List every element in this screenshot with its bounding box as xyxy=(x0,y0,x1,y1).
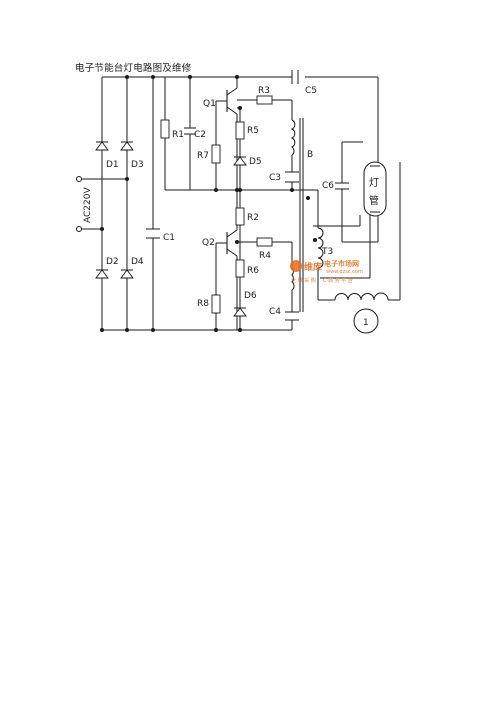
watermark-site: 电子市场网 xyxy=(324,259,359,268)
diode-d6 xyxy=(233,307,247,317)
label-q2: Q2 xyxy=(202,238,215,248)
watermark: 维库 电子市场网 www.dzsc.com 全 球 采 购 C 商 务 平 台 xyxy=(290,259,363,284)
label-r3: R3 xyxy=(258,86,270,96)
capacitor-c1 xyxy=(146,228,160,239)
label-lamp-2: 管 xyxy=(369,194,379,207)
winding-b xyxy=(290,119,296,156)
watermark-sub2: C 商 务 平 台 xyxy=(323,277,353,284)
label-c6: C6 xyxy=(322,181,334,191)
label-circle: 1 xyxy=(363,318,369,328)
resistor-r2 xyxy=(235,207,245,226)
watermark-sub1: 全 球 采 购 xyxy=(291,277,316,284)
lamp-tube xyxy=(363,161,387,217)
label-d3: D3 xyxy=(131,160,144,170)
label-r6: R6 xyxy=(247,266,259,276)
label-d4: D4 xyxy=(131,257,144,267)
label-r4: R4 xyxy=(259,251,271,261)
resistor-r1 xyxy=(160,119,170,139)
label-r1: R1 xyxy=(172,130,184,140)
diode-d5 xyxy=(233,156,247,166)
label-r5: R5 xyxy=(247,126,259,136)
label-d6: D6 xyxy=(244,291,257,301)
wires xyxy=(82,76,401,331)
label-c2: C2 xyxy=(194,130,206,140)
resistor-r5 xyxy=(235,121,245,140)
label-r8: R8 xyxy=(197,299,209,309)
capacitor-c4 xyxy=(285,311,299,321)
resistor-r4 xyxy=(256,237,273,247)
resistor-r8 xyxy=(211,294,221,314)
watermark-brand: 维库 xyxy=(304,261,322,273)
circle-marker xyxy=(353,308,379,334)
label-d1: D1 xyxy=(106,160,119,170)
label-c1: C1 xyxy=(163,233,175,243)
label-q1: Q1 xyxy=(203,99,216,109)
label-c4: C4 xyxy=(269,307,281,317)
capacitor-c5 xyxy=(291,70,299,84)
label-d5: D5 xyxy=(249,157,262,167)
diagram-title: 电子节能台灯电路图及维修 xyxy=(75,63,192,74)
inductor-bottom xyxy=(334,292,389,301)
ac-terminal-bottom xyxy=(76,226,82,232)
label-b: B xyxy=(307,150,313,160)
winding-t3 xyxy=(317,227,324,269)
label-source: AC220V xyxy=(83,187,93,223)
diode-d4 xyxy=(120,269,134,279)
label-r2: R2 xyxy=(247,213,259,223)
label-r7: R7 xyxy=(197,151,209,161)
resistor-r7 xyxy=(211,144,221,164)
capacitor-c6 xyxy=(335,182,349,190)
diode-d1 xyxy=(95,141,109,151)
label-lamp-1: 灯 xyxy=(369,177,379,189)
ac-terminal-top xyxy=(76,176,82,182)
diode-d3 xyxy=(120,141,134,151)
label-c3: C3 xyxy=(269,173,281,183)
resistor-r6 xyxy=(235,259,245,278)
capacitor-c3 xyxy=(285,171,299,183)
label-d2: D2 xyxy=(106,257,119,267)
junction-dots xyxy=(100,75,317,332)
winding-b-secondary xyxy=(291,267,295,291)
diode-d2 xyxy=(95,269,109,279)
label-t3: T3 xyxy=(321,247,333,257)
resistor-r3 xyxy=(256,95,273,105)
capacitor-c2 xyxy=(184,127,196,135)
label-c5: C5 xyxy=(305,86,317,96)
watermark-url: www.dzsc.com xyxy=(326,269,363,275)
